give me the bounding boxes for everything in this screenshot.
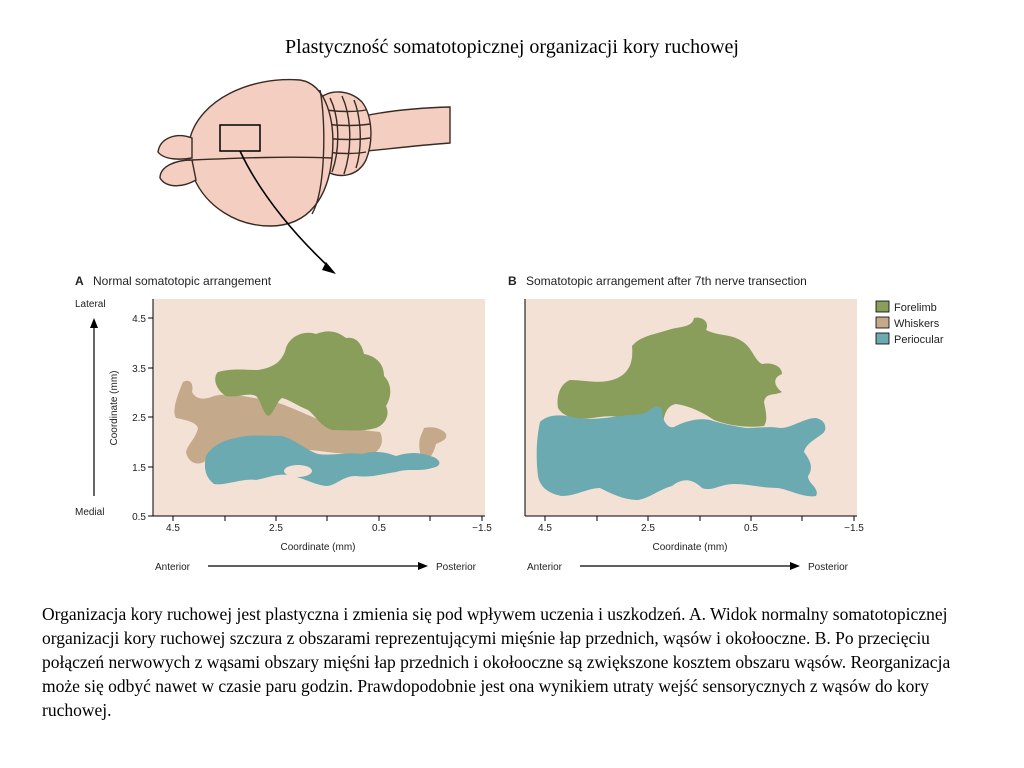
panel-a-xtick--1.5: −1.5 (472, 523, 492, 534)
brainstem (354, 106, 451, 153)
panel-a-ytick-3.5: 3.5 (132, 364, 146, 375)
panel-a-forelimb-region (215, 331, 391, 431)
panel-a-ytick-2.5: 2.5 (132, 413, 146, 424)
panel-b: 4.5 2.5 0.5 −1.5 Coordinate (mm) Anterio… (524, 299, 864, 573)
legend-swatch-forelimb (875, 300, 890, 313)
panel-a-x-left-label: Anterior (155, 562, 191, 573)
panel-b-x-left-label: Anterior (527, 562, 563, 573)
cerebrum (188, 78, 334, 227)
slide-title: Plastyczność somatotopicznej organizacji… (285, 36, 739, 58)
panel-a-letter: A (75, 274, 84, 288)
panel-a-ytick-1.5: 1.5 (132, 463, 146, 474)
y-bottom-label: Medial (75, 507, 104, 518)
legend: Forelimb Whiskers Periocular (875, 300, 944, 346)
panel-a: 4.5 3.5 2.5 1.5 0.5 4.5 2.5 0.5 −1.5 Coo… (75, 299, 492, 573)
panel-a-xlabel: Coordinate (mm) (280, 542, 355, 553)
panel-a-x-right-label: Posterior (436, 562, 477, 573)
y-top-label: Lateral (75, 299, 106, 310)
panel-b-xlabel: Coordinate (mm) (652, 542, 727, 553)
legend-label-whiskers: Whiskers (894, 318, 940, 330)
panel-a-whiskers-patch (419, 427, 447, 462)
panel-b-xtick-4.5: 4.5 (538, 523, 552, 534)
panel-b-periocular-region (536, 406, 826, 500)
panel-b-xtick-0.5: 0.5 (744, 523, 758, 534)
panel-b-title: Somatotopic arrangement after 7th nerve … (526, 274, 807, 288)
pointer-arrow-line (239, 150, 331, 269)
panel-a-periocular-gap (284, 465, 312, 477)
panel-b-xtick--1.5: −1.5 (844, 523, 864, 534)
rat-brain-illustration (157, 78, 451, 227)
legend-swatch-periocular (875, 332, 890, 345)
slide-caption: Organizacja kory ruchowej jest plastyczn… (42, 604, 951, 720)
panel-a-ylabel: Coordinate (mm) (109, 370, 120, 445)
panel-a-xtick-2.5: 2.5 (269, 523, 283, 534)
panel-b-forelimb-region (557, 317, 782, 430)
olfactory-bulb-lower (159, 159, 197, 187)
panel-a-periocular-region (204, 435, 440, 486)
olfactory-bulb-upper (157, 134, 193, 160)
motor-cortex-figure: A Normal somatotopic arrangement B Somat… (75, 78, 944, 573)
panel-b-x-right-label: Posterior (808, 562, 849, 573)
panel-b-xtick-2.5: 2.5 (641, 523, 655, 534)
panel-a-title: Normal somatotopic arrangement (93, 274, 272, 288)
panel-a-xtick-4.5: 4.5 (166, 523, 180, 534)
legend-swatch-whiskers (875, 316, 890, 329)
panel-a-xtick-0.5: 0.5 (372, 523, 386, 534)
legend-label-forelimb: Forelimb (894, 302, 937, 314)
panel-a-ytick-0.5: 0.5 (132, 512, 146, 523)
panel-a-ytick-4.5: 4.5 (132, 314, 146, 325)
legend-label-periocular: Periocular (894, 334, 944, 346)
pointer-arrow-head (322, 262, 336, 274)
panel-b-letter: B (508, 274, 517, 288)
